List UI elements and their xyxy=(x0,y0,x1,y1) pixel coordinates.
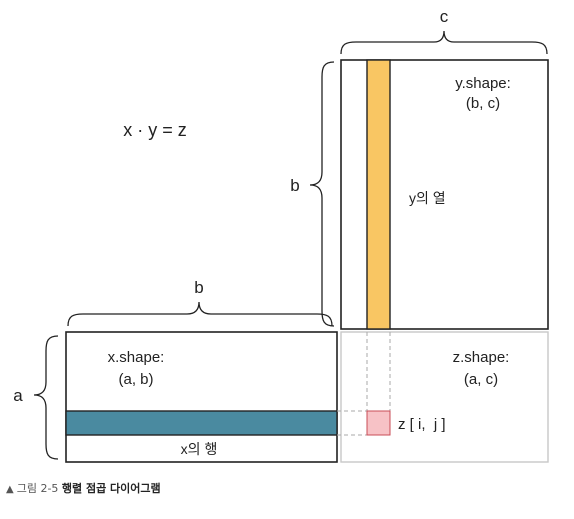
caption-title: 행렬 점곱 다이어그램 xyxy=(61,482,161,495)
dim-b-top-label: b xyxy=(194,278,203,297)
dim-b-left-label: b xyxy=(290,176,299,195)
z-shape-label: z.shape: xyxy=(453,349,510,366)
x-matrix xyxy=(65,331,338,463)
dim-a-label: a xyxy=(13,386,23,405)
y-shape-value: (b, c) xyxy=(466,95,500,112)
z-element-label: z [ i, j ] xyxy=(398,416,446,433)
figure-caption: ▲그림 2-5 행렬 점곱 다이어그램 xyxy=(6,480,161,496)
caption-marker: ▲ xyxy=(6,484,14,495)
x-shape-value: (a, b) xyxy=(118,371,153,388)
dot-product-diagram: x · y = z c b b a y.shape: (b, c) y의 열 x… xyxy=(13,7,549,463)
z-shape-value: (a, c) xyxy=(464,371,498,388)
x-row-highlight xyxy=(65,410,338,436)
y-column-highlight xyxy=(366,59,391,330)
equation: x · y = z xyxy=(123,120,187,140)
x-shape-label: x.shape: xyxy=(108,349,165,366)
y-column-label: y의 열 xyxy=(409,190,446,206)
brace-b-left xyxy=(309,61,335,327)
z-element-cell xyxy=(366,410,391,436)
brace-a xyxy=(33,335,59,460)
z-matrix xyxy=(340,331,549,463)
dim-c-label: c xyxy=(440,7,449,26)
guide-lines xyxy=(337,332,391,436)
brace-b-top xyxy=(67,301,333,327)
brace-c xyxy=(340,30,548,55)
y-shape-label: y.shape: xyxy=(455,75,511,92)
x-row-label: x의 행 xyxy=(181,441,218,457)
caption-figure-number: 그림 2-5 xyxy=(16,482,59,495)
